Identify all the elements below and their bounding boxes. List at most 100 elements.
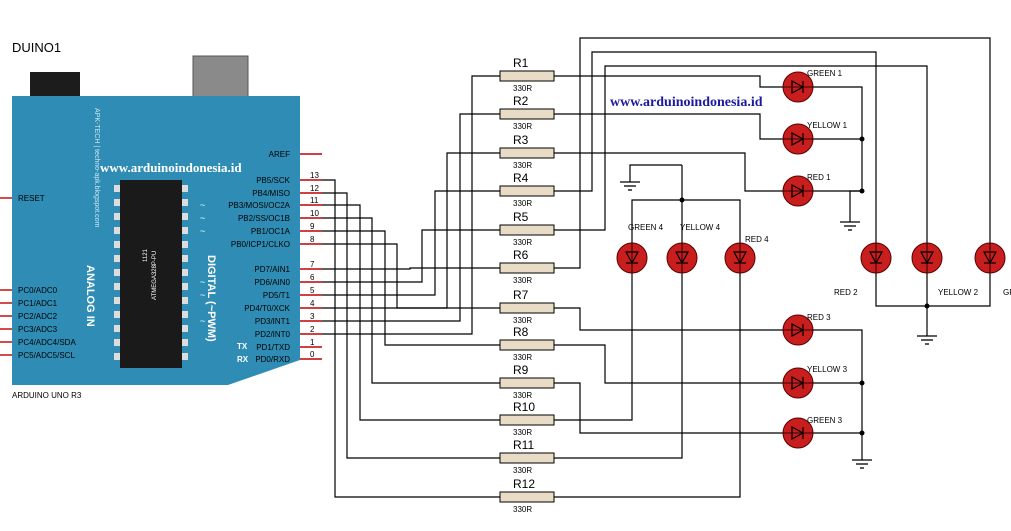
board-side-text: APK-TECH | techno-apk.blogspot.com <box>93 108 100 227</box>
led-label-green-2: GREEN 2 <box>1003 288 1011 297</box>
rx-label: RX <box>237 355 249 364</box>
digital-pin-label: PB4/MISO <box>252 189 290 198</box>
digital-pin-number: 9 <box>310 222 315 231</box>
digital-pin-label: PB5/SCK <box>256 176 290 185</box>
analog-pin-label: PC5/ADC5/SCL <box>18 351 75 360</box>
pwm-tilde: ~ <box>200 277 205 287</box>
digital-pin-number: 2 <box>310 325 315 334</box>
resistor-value: 330R <box>513 391 532 400</box>
analog-pin-label: PC1/ADC1 <box>18 299 58 308</box>
digital-pin-number: 4 <box>310 299 315 308</box>
analog-pin-label: PC0/ADC0 <box>18 286 58 295</box>
pwm-tilde: ~ <box>200 316 205 326</box>
resistor: R2 330R <box>499 94 555 131</box>
digital-pin-label: PB3/MOSI/OC2A <box>228 201 290 210</box>
led-label-red-3: RED 3 <box>807 313 831 322</box>
digital-pin-number: 7 <box>310 260 315 269</box>
resistor-name: R6 <box>513 248 529 262</box>
chip-number: 1121 <box>143 248 149 262</box>
digital-pin-number: 3 <box>310 312 315 321</box>
digital-pin-number: 5 <box>310 286 315 295</box>
ground-symbol-4 <box>619 181 641 191</box>
tx-label: TX <box>237 342 248 351</box>
resistor: R9 330R <box>499 363 555 400</box>
resistor-value: 330R <box>513 161 532 170</box>
resistor-value: 330R <box>513 238 532 247</box>
board-title: DUINO1 <box>12 40 61 55</box>
led-label-green-4: GREEN 4 <box>628 223 664 232</box>
analog-pin-label: PC3/ADC3 <box>18 325 58 334</box>
digital-pin-number: 1 <box>310 338 315 347</box>
resistor-name: R12 <box>513 477 535 491</box>
led-label-yellow-3: YELLOW 3 <box>807 365 848 374</box>
led-label-yellow-2: YELLOW 2 <box>938 288 979 297</box>
board-watermark: www.arduinoindonesia.id <box>100 160 242 175</box>
resistor-name: R11 <box>513 438 534 452</box>
digital-pin-label: PD1/TXD <box>256 343 290 352</box>
digital-pin-label: PD2/INT0 <box>255 330 291 339</box>
led-green-2 <box>974 242 1006 274</box>
digital-pin-number: 13 <box>310 171 319 180</box>
resistor-value: 330R <box>513 199 532 208</box>
led-green-4 <box>616 242 648 274</box>
led-label-red-2: RED 2 <box>834 288 858 297</box>
resistor-name: R3 <box>513 133 529 147</box>
digital-pin-number: 0 <box>310 350 315 359</box>
resistors: R1330RR2330RR3330RR4330RR5330RR6330RR733… <box>499 56 555 514</box>
resistor: R6 330R <box>499 248 555 285</box>
board-model: ARDUINO UNO R3 <box>12 391 82 400</box>
led-label-yellow-4: YELLOW 4 <box>680 223 721 232</box>
watermark-text: www.arduinoindonesia.id <box>610 95 763 110</box>
resistor-value: 330R <box>513 353 532 362</box>
arduino-board: DUINO1 ATMEGA328P-PU 1121 APK-TECH | tec… <box>0 40 322 400</box>
resistor-name: R10 <box>513 400 535 414</box>
resistor-name: R5 <box>513 210 529 224</box>
resistor-name: R2 <box>513 94 529 108</box>
analog-pin-label: PC2/ADC2 <box>18 312 58 321</box>
resistor: R11 330R <box>499 438 555 475</box>
chip-text: ATMEGA328P-PU <box>152 251 158 300</box>
wires <box>322 37 991 498</box>
resistor: R1 330R <box>499 56 555 93</box>
digital-pin-number: 11 <box>310 196 319 205</box>
digital-pin-label: PD4/T0/XCK <box>244 304 290 313</box>
pwm-tilde: ~ <box>200 213 205 223</box>
resistor-name: R9 <box>513 363 529 377</box>
resistor-name: R1 <box>513 56 529 70</box>
led-label-green-1: GREEN 1 <box>807 69 843 78</box>
chip-pins <box>114 185 188 360</box>
led-red-4 <box>724 242 756 274</box>
led-red-2 <box>860 242 892 274</box>
digital-pin-label: PD0/RXD <box>255 355 290 364</box>
digital-pin-number: 6 <box>310 273 315 282</box>
ground-symbol-2 <box>916 335 938 345</box>
resistor-value: 330R <box>513 316 532 325</box>
digital-pin-label: PB1/OC1A <box>251 227 291 236</box>
resistor-name: R7 <box>513 288 529 302</box>
digital-pin-label: PD7/AIN1 <box>254 265 290 274</box>
digital-pin-label: PB0/ICP1/CLKO <box>231 240 290 249</box>
resistor-value: 330R <box>513 428 532 437</box>
resistor-value: 330R <box>513 466 532 475</box>
pwm-tilde: ~ <box>200 200 205 210</box>
led-label-yellow-1: YELLOW 1 <box>807 121 848 130</box>
resistor: R7 330R <box>499 288 555 325</box>
digital-pin-number: 10 <box>310 209 319 218</box>
mcu-chip <box>120 180 182 368</box>
resistor-value: 330R <box>513 276 532 285</box>
resistor-value: 330R <box>513 84 532 93</box>
pwm-tilde: ~ <box>200 290 205 300</box>
digital-pin-number: 8 <box>310 235 315 244</box>
pwm-tilde: ~ <box>200 226 205 236</box>
resistor-value: 330R <box>513 122 532 131</box>
aref-pin-label: AREF <box>269 150 290 159</box>
led-label-red-4: RED 4 <box>745 235 769 244</box>
digital-pin-label: PD3/INT1 <box>255 317 291 326</box>
digital-pwm-label: DIGITAL (~PWM) <box>205 255 217 342</box>
digital-pin-label: PB2/SS/OC1B <box>238 214 290 223</box>
ground-symbol-3 <box>851 459 873 469</box>
